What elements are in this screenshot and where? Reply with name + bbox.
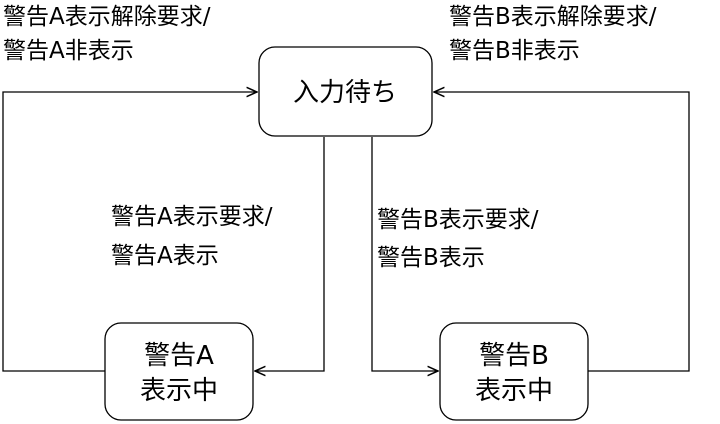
label-b-request-line2: 警告B表示 [377, 245, 485, 271]
label-a-request-line2: 警告A表示 [111, 243, 219, 269]
label-a-cancel-line2: 警告A非表示 [3, 38, 134, 64]
edge-waiting-to-warning-a [255, 137, 325, 371]
label-b-request-line1: 警告B表示要求/ [377, 207, 539, 233]
state-warning-b: 警告B 表示中 [439, 322, 589, 421]
label-b-cancel-line1: 警告B表示解除要求/ [449, 4, 657, 30]
state-warning-b-line2: 表示中 [475, 376, 553, 406]
state-warning-a-line1: 警告A [144, 341, 214, 371]
edge-waiting-to-warning-b [371, 137, 438, 371]
state-warning-b-line1: 警告B [479, 341, 549, 371]
label-b-cancel: 警告B表示解除要求/ 警告B非表示 [449, 4, 657, 64]
label-a-request: 警告A表示要求/ 警告A表示 [111, 204, 273, 269]
state-warning-a-line2: 表示中 [140, 376, 218, 406]
label-a-cancel: 警告A表示解除要求/ 警告A非表示 [3, 4, 211, 64]
state-waiting-label: 入力待ち [293, 78, 397, 108]
state-waiting: 入力待ち [258, 46, 433, 137]
label-b-cancel-line2: 警告B非表示 [449, 38, 580, 64]
label-a-request-line1: 警告A表示要求/ [111, 204, 273, 230]
state-warning-a: 警告A 表示中 [104, 322, 254, 421]
edge-warning-a-to-waiting [2, 92, 257, 372]
edge-warning-b-to-waiting [434, 92, 690, 372]
state-waiting-box [258, 46, 433, 137]
label-a-cancel-line1: 警告A表示解除要求/ [3, 4, 211, 30]
label-b-request: 警告B表示要求/ 警告B表示 [377, 207, 539, 271]
